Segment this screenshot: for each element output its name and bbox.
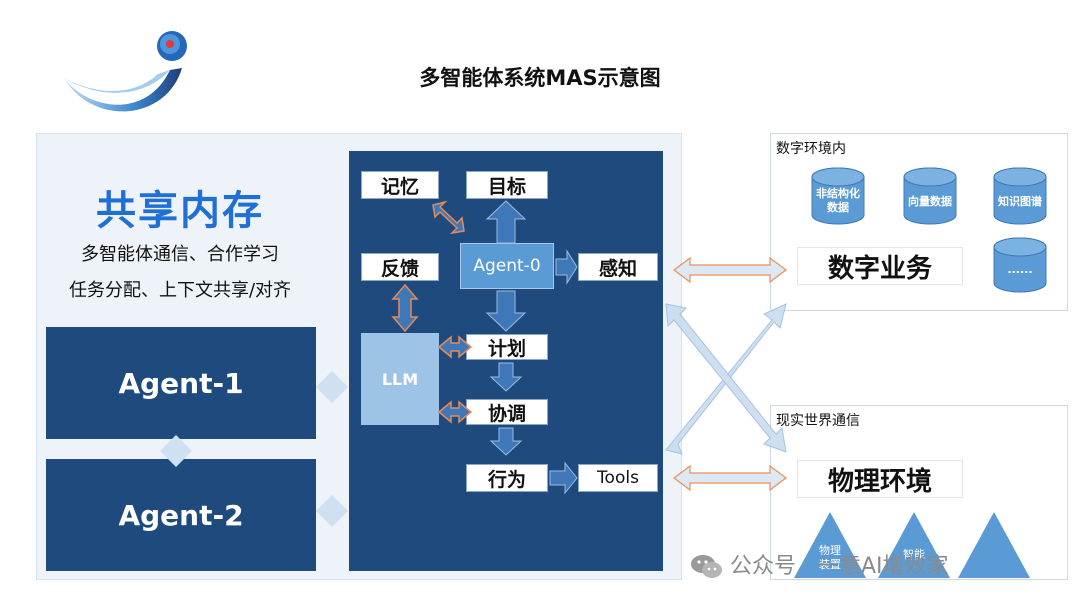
environment-connection-arrows	[665, 256, 787, 492]
arrow-coordinate-action	[489, 427, 523, 456]
diamond-agent2-core	[316, 495, 348, 527]
device-label-1: 物理	[819, 543, 841, 557]
device-label-smart: 智能	[903, 547, 925, 561]
db-vector-label: 向量数据	[908, 194, 952, 208]
triangle-icon	[958, 512, 1030, 578]
arrow-agent0-plan	[485, 290, 527, 332]
page-title: 多智能体系统MAS示意图	[419, 66, 661, 90]
arrow-memory-agent0	[432, 200, 465, 235]
triangle-icon	[794, 512, 866, 578]
goal-node: 目标	[466, 171, 548, 199]
db-more-label: ......	[1007, 263, 1032, 276]
connector-diamonds	[160, 371, 348, 527]
plan-node: 计划	[466, 334, 548, 360]
arrow-feedback-llm	[391, 283, 419, 333]
device-label-2: 装置	[819, 558, 841, 571]
memory-node: 记忆	[361, 171, 439, 199]
arrow-action-tools	[549, 461, 578, 495]
db-unstructured-label-1: 非结构化	[816, 186, 860, 200]
db-unstructured-label-2: 数据	[827, 200, 849, 214]
physical-env-box: 物理环境	[797, 460, 963, 498]
arrow-cross-down	[665, 303, 787, 453]
physical-environment-label: 现实世界通信	[776, 413, 860, 429]
database-icon	[993, 237, 1047, 293]
arrow-llm-plan	[437, 335, 473, 359]
agent-0-node: Agent-0	[460, 243, 554, 289]
agent-1-box: Agent-1	[46, 327, 316, 439]
digital-business-box: 数字业务	[797, 247, 963, 285]
wechat-icon	[691, 555, 722, 578]
arrow-agent0-perception	[555, 249, 578, 285]
arrow-agent0-goal	[485, 200, 527, 244]
llm-node: LLM	[361, 333, 439, 425]
action-node: 行为	[466, 464, 548, 492]
database-icon	[903, 167, 957, 225]
arrow-llm-coordinate	[437, 400, 473, 424]
db-knowledge-graph-label: 知识图谱	[997, 194, 1042, 208]
shared-memory-title: 共享内存	[96, 188, 264, 234]
database-icon	[811, 167, 865, 225]
tools-node: Tools	[578, 464, 658, 492]
watermark-text: 公众号 · 一意AI增效家	[730, 554, 949, 579]
database-icon	[993, 167, 1047, 225]
database-icons: 非结构化 数据 向量数据 知识图谱 ......	[811, 167, 1047, 293]
diamond-agent1-core	[316, 371, 348, 403]
arrow-perception-digital	[673, 256, 787, 284]
diamond-agent1-agent2	[160, 435, 192, 467]
logo-icon	[64, 31, 187, 112]
arrow-tools-physical	[673, 464, 787, 492]
digital-environment-label: 数字环境内	[776, 141, 846, 157]
arrow-plan-coordinate	[489, 362, 523, 392]
agent-2-box: Agent-2	[46, 459, 316, 571]
feedback-node: 反馈	[361, 253, 439, 281]
shared-memory-line-2: 任务分配、上下文共享/对齐	[68, 280, 292, 301]
core-arrows	[391, 200, 578, 495]
shared-memory-line-1: 多智能体通信、合作学习	[81, 244, 279, 265]
triangle-icon	[878, 512, 950, 578]
perception-node: 感知	[578, 253, 658, 281]
physical-device-icons: 物理 装置 智能	[794, 512, 1030, 578]
